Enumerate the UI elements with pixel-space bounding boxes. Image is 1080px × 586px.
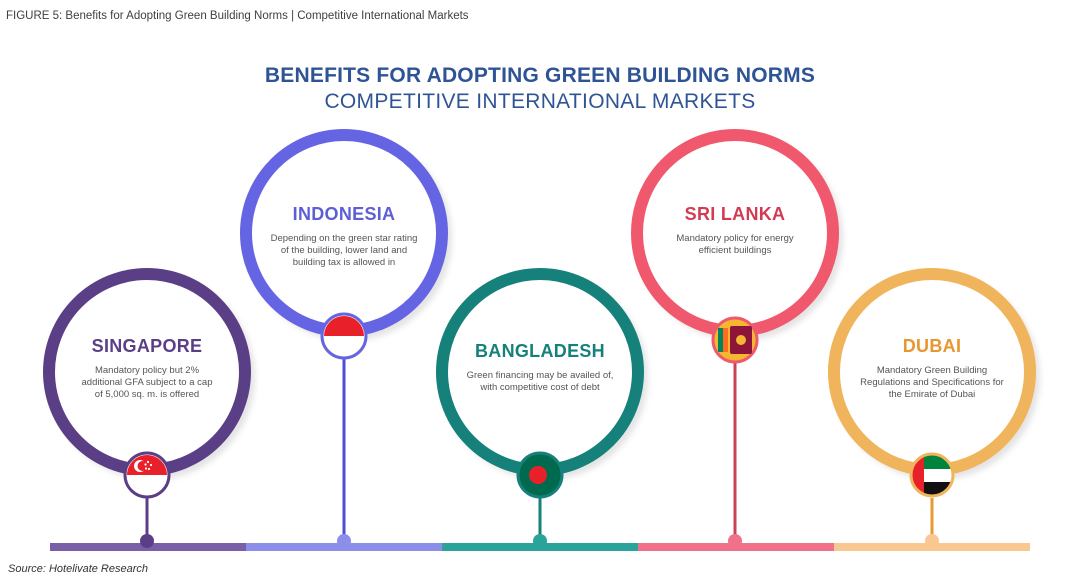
card-dubai: DUBAI Mandatory Green Building Regulatio…	[857, 336, 1007, 401]
market-node-bangladesh	[436, 268, 648, 548]
timeline-dot-singapore	[140, 534, 154, 548]
country-description: Mandatory Green Building Regulations and…	[860, 365, 1004, 400]
country-name: INDONESIA	[292, 204, 396, 224]
country-name: BANGLADESH	[474, 341, 605, 361]
figure-caption: FIGURE 5: Benefits for Adopting Green Bu…	[6, 10, 469, 22]
indonesia-flag-icon	[320, 312, 368, 360]
source-note: Source: Hotelivate Research	[8, 563, 149, 575]
country-description: Mandatory policy but 2% additional GFA s…	[81, 365, 213, 400]
card-singapore: SINGAPORE Mandatory policy but 2% additi…	[77, 336, 217, 401]
country-description: Green financing may be availed of, with …	[466, 370, 614, 393]
country-description: Depending on the green star rating of th…	[270, 233, 418, 268]
market-node-indonesia	[240, 129, 452, 548]
market-node-dubai	[828, 268, 1040, 548]
singapore-flag-icon	[123, 451, 171, 499]
timeline-dot-indonesia	[337, 534, 351, 548]
country-name: SINGAPORE	[91, 336, 203, 356]
card-bangladesh: BANGLADESH Green financing may be availe…	[460, 341, 620, 394]
bangladesh-flag-icon	[516, 451, 564, 499]
country-name: DUBAI	[902, 336, 962, 356]
market-node-singapore	[43, 268, 255, 548]
country-name: SRI LANKA	[684, 204, 786, 224]
timeline-dot-sri-lanka	[728, 534, 742, 548]
page-title: BENEFITS FOR ADOPTING GREEN BUILDING NOR…	[264, 64, 816, 87]
card-indonesia: INDONESIA Depending on the green star ra…	[269, 204, 419, 269]
sri-lanka-flag-icon	[711, 316, 759, 364]
timeline-dot-bangladesh	[533, 534, 547, 548]
card-sri-lanka: SRI LANKA Mandatory policy for energy ef…	[660, 204, 810, 257]
uae-flag-icon	[909, 452, 955, 498]
page-subtitle: COMPETITIVE INTERNATIONAL MARKETS	[324, 90, 756, 113]
timeline-dot-dubai	[925, 534, 939, 548]
country-description: Mandatory policy for energy efficient bu…	[676, 233, 794, 256]
market-node-sri-lanka	[631, 129, 843, 548]
